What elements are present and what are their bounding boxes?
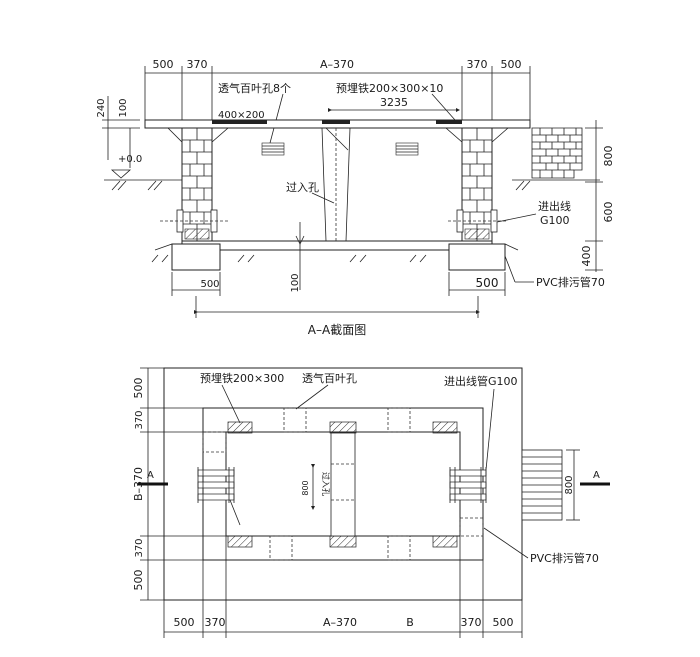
- section-left-wall: [181, 127, 213, 242]
- section-dim-600: 600: [602, 202, 615, 223]
- plan-steps: 800: [521, 449, 580, 521]
- section-view: 500 370 A–370 370 500 透气百叶孔8个 预埋铁200×300…: [96, 58, 615, 337]
- section-top-dimensions: 500 370 A–370 370 500: [144, 58, 531, 120]
- section-left-dimensions: 240 100 +0.0: [96, 96, 182, 191]
- section-plate-label: 400×200: [218, 110, 265, 121]
- plan-dim-500-left: 500: [174, 616, 195, 629]
- plan-pvc-label: PVC排污管70: [530, 551, 599, 565]
- plan-dim-800-inner: 800: [301, 480, 310, 495]
- section-dim-800: 800: [602, 146, 615, 167]
- plan-section-letter-left: A: [147, 470, 154, 481]
- section-plate-mid: [322, 120, 350, 124]
- plan-dim-500-right: 500: [493, 616, 514, 629]
- section-pvc-label: PVC排污管70: [536, 275, 605, 289]
- section-manhole: [321, 127, 351, 242]
- plan-dim-370-top: 370: [134, 410, 145, 429]
- plan-embed-label: 预埋铁200×300: [200, 372, 284, 385]
- plan-vent-label: 透气百叶孔: [302, 371, 357, 385]
- section-inout-label-1: 进出线: [538, 199, 571, 213]
- plan-section-letter-right: A: [593, 470, 600, 481]
- section-title: A–A截面图: [308, 323, 366, 337]
- plan-embed-plates: [227, 421, 458, 548]
- plan-dim-370-right: 370: [461, 616, 482, 629]
- plan-bottom-dimensions: 500 370 A–370 B 370 500: [163, 536, 523, 638]
- plan-dim-500-bottom: 500: [132, 570, 145, 591]
- section-plate-right: [436, 120, 462, 124]
- section-dim-500-left: 500: [153, 58, 174, 71]
- section-embed-label: 预埋铁200×300×10: [336, 82, 443, 95]
- section-dim-a-370: A–370: [320, 58, 354, 71]
- section-dim-500-right: 500: [501, 58, 522, 71]
- level-marker-icon: [110, 169, 132, 179]
- section-inout-label-2: G100: [540, 214, 570, 227]
- plan-dim-b-370: B–370: [132, 467, 145, 501]
- plan-pipes-right: [449, 467, 487, 503]
- section-brick-steps: [512, 127, 600, 191]
- section-pipe-sleeves: [160, 209, 508, 233]
- plan-dim-800-right: 800: [564, 475, 575, 494]
- section-dim-100-bottom: 100: [290, 273, 301, 292]
- plan-pipes-left: [197, 467, 235, 503]
- section-dim-370-right: 370: [467, 58, 488, 71]
- section-right-wall: [461, 127, 493, 242]
- section-footing-left: [171, 243, 221, 271]
- section-dim-100-top: 100: [118, 98, 129, 117]
- section-footing-right: [448, 243, 506, 271]
- section-floor-slab: [181, 240, 493, 251]
- section-bottom-dimensions: 500 500: [171, 272, 506, 318]
- section-right-dimensions: 800 600 400: [580, 120, 615, 272]
- section-level-label: +0.0: [118, 154, 142, 165]
- section-plate-left: [212, 120, 267, 124]
- section-dim-370-left: 370: [187, 58, 208, 71]
- section-dim-500-footing-left: 500: [200, 279, 219, 290]
- section-dim-500-footing-right: 500: [476, 276, 499, 290]
- section-vent-louvres: [261, 142, 419, 156]
- plan-dim-a-370: A–370: [323, 616, 357, 629]
- plan-center-beam: [330, 432, 356, 537]
- plan-dim-370-left: 370: [205, 616, 226, 629]
- section-dim-3235: 3235: [380, 96, 408, 109]
- plan-dim-500-top: 500: [132, 378, 145, 399]
- section-dim-400: 400: [580, 246, 593, 267]
- plan-vent-openings: [202, 407, 484, 561]
- plan-dim-370-bottom: 370: [134, 538, 145, 557]
- section-manhole-label: 过入孔: [286, 181, 319, 194]
- plan-manhole-label: 过入孔: [321, 472, 331, 496]
- section-dim-240: 240: [96, 98, 107, 117]
- plan-left-dimensions: 500 370 B–370 370 500: [132, 367, 226, 601]
- plan-view: 过入孔 800: [132, 367, 610, 638]
- section-vent-label: 透气百叶孔8个: [218, 81, 291, 95]
- plan-inout-label: 进出线管G100: [444, 374, 518, 388]
- plan-dim-b: B: [406, 616, 414, 629]
